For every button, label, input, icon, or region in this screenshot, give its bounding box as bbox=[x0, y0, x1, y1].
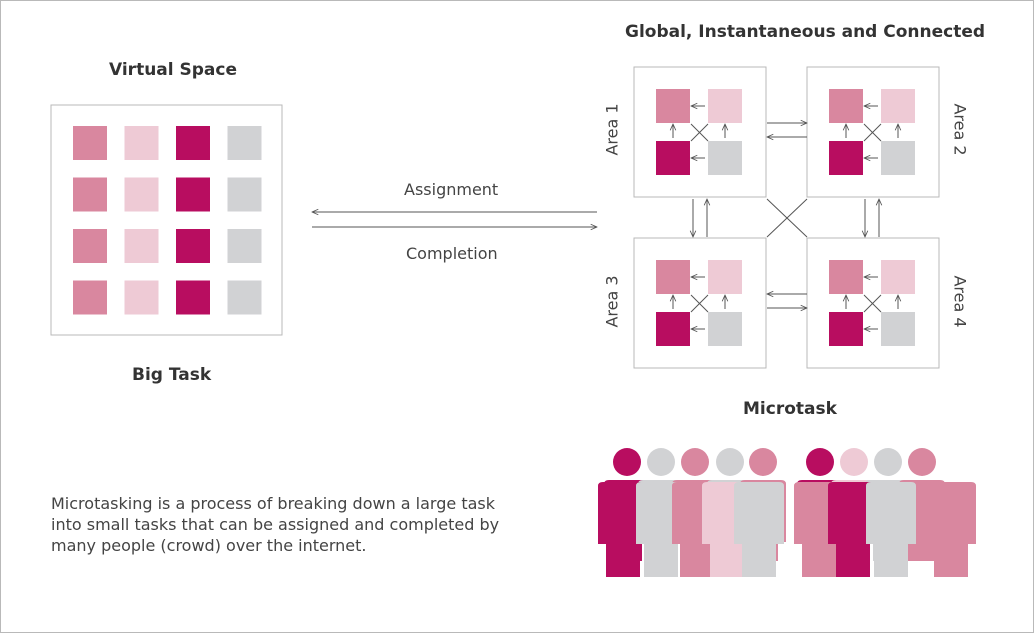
virtual-space-title: Virtual Space bbox=[109, 60, 238, 80]
area-tile bbox=[708, 89, 742, 123]
area-flow-arrows bbox=[673, 106, 725, 158]
person-icon bbox=[926, 478, 976, 577]
area-tile bbox=[881, 260, 915, 294]
assignment-label: Assignment bbox=[404, 180, 499, 199]
person-icon bbox=[734, 478, 784, 577]
area-tile bbox=[708, 312, 742, 346]
description-line: into small tasks that can be assigned an… bbox=[51, 515, 500, 534]
area-3-box bbox=[633, 237, 767, 369]
completion-label: Completion bbox=[406, 244, 498, 263]
area-2-box bbox=[806, 66, 940, 198]
area-tile bbox=[656, 260, 690, 294]
crowd bbox=[598, 448, 976, 577]
big-task-tile bbox=[73, 229, 107, 263]
big-task-tile bbox=[124, 229, 159, 263]
area-tile bbox=[829, 89, 863, 123]
area-tile bbox=[881, 141, 915, 175]
area-tile bbox=[881, 89, 915, 123]
area-tile bbox=[829, 260, 863, 294]
person-icon bbox=[866, 478, 916, 577]
big-task-tile bbox=[176, 229, 210, 263]
big-task-tile bbox=[176, 280, 210, 315]
area-flow-arrows bbox=[846, 106, 898, 158]
person-icon bbox=[828, 478, 878, 577]
diagonal-cross-b bbox=[766, 198, 808, 238]
area-flow-arrows bbox=[673, 277, 725, 329]
area-tile bbox=[656, 141, 690, 175]
area-1-box bbox=[633, 66, 767, 198]
area-tile bbox=[656, 89, 690, 123]
area-tile bbox=[708, 141, 742, 175]
global-title: Global, Instantaneous and Connected bbox=[625, 22, 986, 42]
description-line: many people (crowd) over the internet. bbox=[51, 536, 367, 555]
area-tile bbox=[708, 260, 742, 294]
area-tile bbox=[829, 312, 863, 346]
area-tile bbox=[829, 141, 863, 175]
person-icon bbox=[598, 478, 648, 577]
big-task-tile bbox=[124, 280, 159, 315]
description-line: Microtasking is a process of breaking do… bbox=[51, 494, 495, 513]
big-task-tile bbox=[227, 280, 262, 315]
area-4-box bbox=[806, 237, 940, 369]
big-task-tile bbox=[176, 126, 210, 160]
area-boxes bbox=[633, 66, 940, 369]
big-task-tile bbox=[124, 177, 159, 212]
big-task-tile bbox=[227, 229, 262, 263]
big-task-tile bbox=[73, 280, 107, 315]
microtask-title: Microtask bbox=[743, 399, 837, 419]
big-task-tile bbox=[227, 126, 262, 160]
big-task-tile bbox=[124, 126, 159, 160]
description: Microtasking is a process of breaking do… bbox=[51, 493, 499, 556]
big-task-tile bbox=[73, 126, 107, 160]
area-tile bbox=[881, 312, 915, 346]
inter-area-arrows bbox=[693, 123, 879, 308]
area-tile bbox=[656, 312, 690, 346]
big-task-grid bbox=[73, 126, 262, 315]
big-task-tile bbox=[176, 177, 210, 212]
big-task-tile bbox=[227, 177, 262, 212]
big-task-title: Big Task bbox=[132, 365, 212, 385]
big-task-tile bbox=[73, 177, 107, 212]
area-flow-arrows bbox=[846, 277, 898, 329]
